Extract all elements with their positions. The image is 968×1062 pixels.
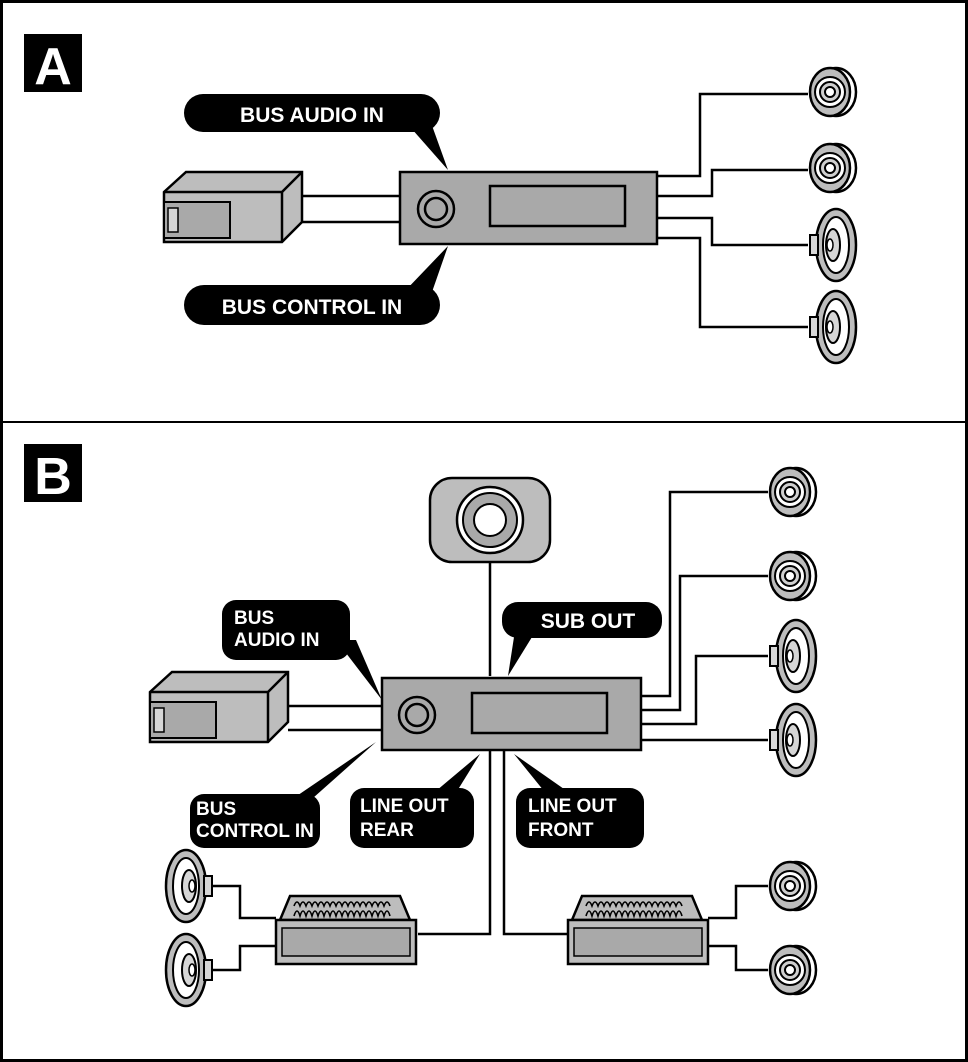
label-text-line2: CONTROL IN [196,821,314,842]
label-text-line1: BUS [234,608,274,629]
amplifier-icon [274,894,418,966]
label-bus-control-in-b: BUS CONTROL IN [190,742,376,848]
label-text-line1: BUS [196,799,236,820]
label-text-line1: LINE OUT [528,796,617,817]
oval-speaker-icon [768,702,818,778]
label-sub-out: SUB OUT [502,602,662,676]
label-text: SUB OUT [541,610,636,633]
panel-a-letter: A [34,38,72,96]
wire-b-3 [641,654,768,726]
tweeter-icon [808,142,858,194]
tweeter-icon [808,66,858,118]
label-line-out-front: LINE OUT FRONT [514,754,644,848]
head-unit-icon [380,676,643,752]
oval-speaker-icon [768,618,818,694]
wire-a-1 [657,92,808,178]
label-bus-control-in-a: BUS CONTROL IN [184,246,448,325]
panel-b-badge [24,444,82,502]
oval-speaker-icon [164,848,214,924]
wire-rear-2 [208,944,276,972]
wire-b-1 [641,490,768,698]
cd-changer-icon [148,670,290,744]
label-bus-audio-in-a: BUS AUDIO IN [184,94,448,170]
tweeter-icon [768,466,818,518]
tweeter-icon [768,860,818,912]
wire-front-1 [708,884,768,920]
amplifier-icon [566,894,710,966]
bus-cable-b [288,704,382,732]
tweeter-icon [768,550,818,602]
label-text-line2: FRONT [528,820,594,841]
tweeter-icon [768,944,818,996]
label-text-line1: LINE OUT [360,796,449,817]
wire-a-2 [657,168,808,198]
wire-front-2 [708,944,768,972]
oval-speaker-icon [808,207,858,283]
bus-cable-a [300,194,400,224]
panel-a: A BUS AUDIO IN BUS CONTROL [24,34,858,365]
rear-out-wire [418,750,492,936]
label-text-line2: REAR [360,820,414,841]
label-text: BUS AUDIO IN [240,104,384,127]
wire-rear-1 [208,884,276,920]
label-line-out-rear: LINE OUT REAR [350,754,480,848]
oval-speaker-icon [808,289,858,365]
label-text-line2: AUDIO IN [234,630,320,651]
wire-a-3 [657,216,808,247]
wire-a-4 [657,236,808,329]
label-text: BUS CONTROL IN [222,296,402,319]
head-unit-icon [398,170,659,246]
subwoofer-icon [428,476,552,564]
panel-b: B [24,444,818,1008]
panel-b-letter: B [34,448,72,506]
front-out-wire [502,750,570,936]
wire-b-2 [641,574,768,712]
cd-changer-icon [162,170,304,244]
oval-speaker-icon [164,932,214,1008]
panel-a-badge [24,34,82,92]
label-bus-audio-in-b: BUS AUDIO IN [222,600,382,700]
